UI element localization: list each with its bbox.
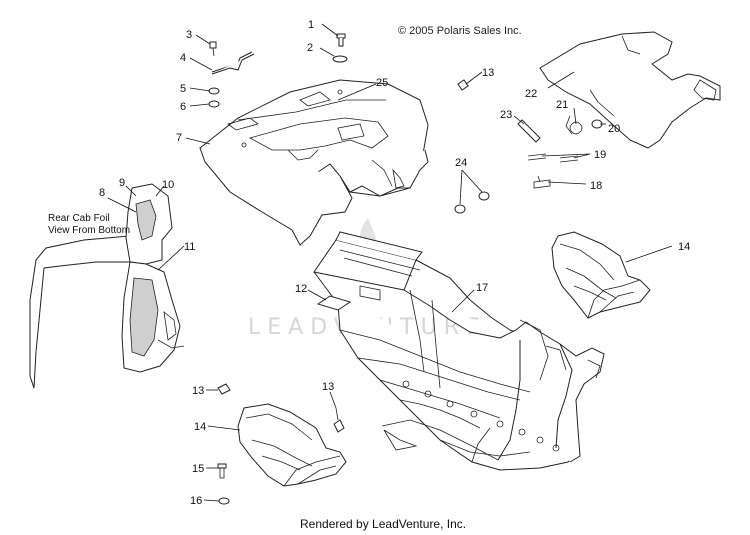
callout-13-center: 13: [322, 381, 334, 393]
callout-22: 22: [525, 88, 537, 100]
rear-cab-foil-part: [29, 183, 185, 389]
callout-24: 24: [455, 157, 467, 169]
nut-5: [208, 87, 220, 95]
footer-credit: Rendered by LeadVenture, Inc.: [300, 517, 466, 531]
callout-11: 11: [184, 241, 195, 253]
callout-18: 18: [590, 180, 602, 192]
callout-4: 4: [180, 52, 186, 64]
frame-part: [313, 231, 605, 471]
view-note-line-1: Rear Cab Foil: [48, 213, 110, 224]
view-note-line-2: View From Bottom: [48, 225, 130, 236]
callout-9: 9: [119, 177, 125, 189]
callout-14-left: 14: [194, 421, 206, 433]
latch-23: [517, 119, 541, 143]
seat-part: [539, 31, 721, 149]
spring-21: [565, 115, 583, 135]
cable-4: [211, 51, 255, 75]
callout-13-top: 13: [482, 67, 494, 79]
rivet-13-left: [217, 383, 231, 395]
nut-6: [208, 100, 220, 108]
callout-labels: 1 2 3 4 5 6 7 8 9 10 11 12 13 13 13 14 1…: [99, 19, 690, 507]
callout-5: 5: [180, 83, 186, 95]
callout-23: 23: [500, 109, 512, 121]
callout-14-right: 14: [678, 241, 690, 253]
callout-12: 12: [295, 283, 307, 295]
callout-10: 10: [162, 179, 174, 191]
grommet-24: [454, 191, 490, 214]
rivet-13-center: [333, 407, 345, 433]
callout-7: 7: [176, 132, 182, 144]
callout-13-left: 13: [192, 385, 204, 397]
decal-12: [316, 295, 352, 311]
callout-3: 3: [186, 29, 192, 41]
fastener-1: [336, 33, 346, 47]
callout-19: 19: [594, 149, 606, 161]
callout-25: 25: [376, 77, 388, 89]
callout-15: 15: [192, 463, 204, 475]
callout-21: 21: [556, 99, 568, 111]
copyright-text: © 2005 Polaris Sales Inc.: [398, 25, 522, 37]
callout-2: 2: [307, 42, 313, 54]
nut-16: [218, 497, 230, 505]
callout-20: 20: [608, 123, 620, 135]
callout-6: 6: [180, 101, 186, 113]
bolt-15: [217, 463, 227, 479]
rear-cab-part: [199, 79, 429, 246]
footwell-left-part: [237, 403, 347, 487]
pin-19: [527, 153, 579, 163]
bolt-18: [533, 175, 551, 189]
leader-lines: [107, 23, 673, 502]
callout-8: 8: [99, 187, 105, 199]
callout-1: 1: [308, 19, 314, 31]
screw-3: [209, 41, 217, 57]
callout-17: 17: [476, 282, 488, 294]
footwell-right-part: [551, 231, 651, 319]
callout-16: 16: [190, 495, 202, 507]
rivet-13-top: [457, 79, 469, 91]
washer-2: [332, 55, 348, 63]
